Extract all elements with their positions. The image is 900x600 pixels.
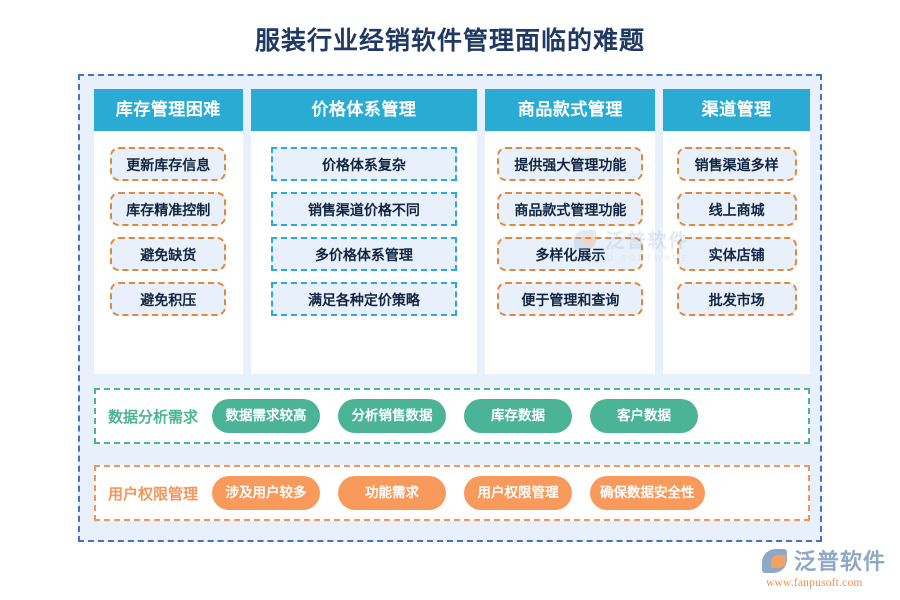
column-header-pricing: 价格体系管理 [250,89,478,131]
item-box[interactable]: 批发市场 [676,282,797,316]
brand-name: 泛普软件 [794,548,887,574]
column-items-product-style: 提供强大管理功能 商品款式管理功能 多样化展示 便于管理和查询 [485,131,655,316]
tag-row-label: 用户权限管理 [108,485,199,503]
item-box[interactable]: 实体店铺 [676,237,797,271]
tag-pill[interactable]: 功能需求 [338,476,447,510]
tag-pill[interactable]: 确保数据安全性 [590,476,705,510]
column-header-product-style: 商品款式管理 [485,89,656,131]
item-box[interactable]: 库存精准控制 [110,192,227,226]
column-inventory: 库存管理困难 更新库存信息 库存精准控制 避免缺货 避免积压 [94,89,243,374]
column-header-inventory: 库存管理困难 [94,89,243,131]
columns-row: 库存管理困难 更新库存信息 库存精准控制 避免缺货 避免积压 价格体系管理 价格… [94,89,810,374]
brand-logo-row: 泛普软件 [762,548,900,575]
main-panel: 库存管理困难 更新库存信息 库存精准控制 避免缺货 避免积压 价格体系管理 价格… [78,74,822,542]
column-items-channel: 销售渠道多样 线上商城 实体店铺 批发市场 [663,131,810,316]
column-product-style: 商品款式管理 提供强大管理功能 商品款式管理功能 多样化展示 便于管理和查询 [485,89,656,374]
item-box[interactable]: 避免缺货 [110,237,227,271]
item-box[interactable]: 便于管理和查询 [497,282,644,316]
item-box[interactable]: 线上商城 [676,192,797,226]
tag-pill[interactable]: 客户数据 [590,399,699,433]
tag-list: 数据需求较高 分析销售数据 库存数据 客户数据 [212,399,808,433]
brand-logo: 泛普软件 www.fanpusoft.com [762,548,900,594]
item-box[interactable]: 商品款式管理功能 [497,192,644,226]
column-items-pricing: 价格体系复杂 销售渠道价格不同 多价格体系管理 满足各种定价策略 [251,131,478,316]
column-channel: 渠道管理 销售渠道多样 线上商城 实体店铺 批发市场 [663,89,810,374]
item-box[interactable]: 更新库存信息 [110,147,227,181]
column-items-inventory: 更新库存信息 库存精准控制 避免缺货 避免积压 [94,131,243,316]
tag-row-data-analysis: 数据分析需求 数据需求较高 分析销售数据 库存数据 客户数据 [94,388,810,444]
fanpu-logo-icon [762,548,791,575]
item-box[interactable]: 提供强大管理功能 [497,147,644,181]
item-box[interactable]: 避免积压 [110,282,227,316]
item-box[interactable]: 多样化展示 [497,237,644,271]
item-box[interactable]: 销售渠道价格不同 [270,192,457,226]
page-title: 服装行业经销软件管理面临的难题 [254,27,645,55]
tag-pill[interactable]: 分析销售数据 [338,399,447,433]
item-box[interactable]: 多价格体系管理 [270,237,457,271]
column-header-channel: 渠道管理 [663,89,810,131]
tag-pill[interactable]: 涉及用户较多 [212,476,321,510]
tag-pill[interactable]: 库存数据 [464,399,573,433]
column-pricing: 价格体系管理 价格体系复杂 销售渠道价格不同 多价格体系管理 满足各种定价策略 [250,89,478,374]
tag-list: 涉及用户较多 功能需求 用户权限管理 确保数据安全性 [212,476,808,510]
tag-pill[interactable]: 用户权限管理 [464,476,573,510]
item-box[interactable]: 满足各种定价策略 [270,282,457,316]
tag-row-user-permissions: 用户权限管理 涉及用户较多 功能需求 用户权限管理 确保数据安全性 [94,465,810,521]
item-box[interactable]: 销售渠道多样 [676,147,797,181]
brand-url: www.fanpusoft.com [766,577,863,589]
item-box[interactable]: 价格体系复杂 [270,147,457,181]
tag-pill[interactable]: 数据需求较高 [212,399,321,433]
tag-row-label: 数据分析需求 [108,408,199,426]
